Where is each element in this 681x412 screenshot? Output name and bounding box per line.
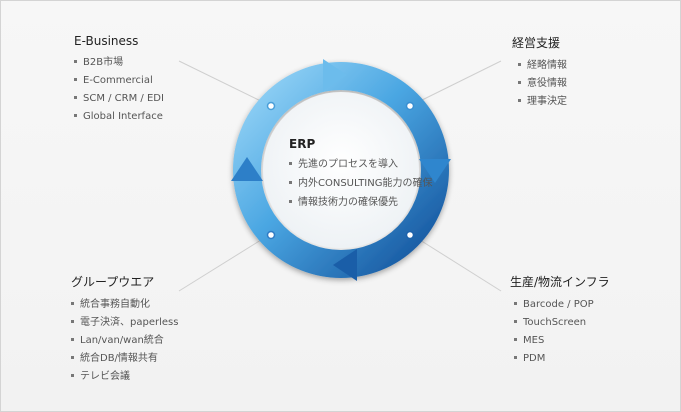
- section-title-groupware: グループウエア: [71, 275, 155, 289]
- node-dot-ebusiness: [266, 101, 276, 111]
- arrow-head-top: [323, 59, 347, 91]
- connector-line-ebusiness: [178, 60, 270, 106]
- section-erp-center: ERP 先進のプロセスを導入 内外CONSULTING能力の確保 情報技術力の確…: [289, 137, 432, 212]
- node-dot-keiei: [405, 101, 415, 111]
- list-item: E-Commercial: [74, 72, 164, 90]
- section-groupware: グループウエア 統合事務自動化 電子決済、paperless Lan/van/w…: [71, 273, 178, 386]
- item-list-production: Barcode / POP TouchScreen MES PDM: [514, 296, 610, 368]
- section-keiei: 経営支援 経略情報 意役情報 理事決定: [512, 34, 567, 111]
- section-title-keiei: 経営支援: [512, 36, 561, 50]
- node-dot-seisan: [405, 230, 415, 240]
- list-item: Global Interface: [74, 108, 164, 126]
- list-item: 内外CONSULTING能力の確保: [289, 174, 432, 193]
- list-item: テレビ会議: [71, 368, 178, 386]
- section-ebusiness: E-Business B2B市場 E-Commercial SCM / CRM …: [74, 34, 164, 126]
- section-title-ebusiness: E-Business: [74, 34, 139, 48]
- node-dot-group: [266, 230, 276, 240]
- connector-line-group: [178, 234, 270, 292]
- list-item: TouchScreen: [514, 314, 610, 332]
- list-item: 統合事務自動化: [71, 296, 178, 314]
- connector-line-keiei: [411, 60, 502, 106]
- section-title-production: 生産/物流インフラ: [510, 275, 610, 289]
- list-item: 理事決定: [518, 93, 567, 111]
- list-item: 先進のプロセスを導入: [289, 155, 432, 174]
- list-item: PDM: [514, 350, 610, 368]
- list-item: MES: [514, 332, 610, 350]
- list-item: 情報技術力の確保優先: [289, 193, 432, 212]
- arrow-head-left: [231, 157, 263, 181]
- connector-line-seisan: [411, 234, 502, 292]
- section-production: 生産/物流インフラ Barcode / POP TouchScreen MES …: [510, 273, 610, 368]
- erp-title: ERP: [289, 137, 316, 151]
- item-list-groupware: 統合事務自動化 電子決済、paperless Lan/van/wan統合 統合D…: [71, 296, 178, 386]
- item-list-keiei: 経略情報 意役情報 理事決定: [518, 57, 567, 111]
- item-list-erp: 先進のプロセスを導入 内外CONSULTING能力の確保 情報技術力の確保優先: [289, 155, 432, 212]
- arrow-head-bottom: [333, 249, 357, 281]
- list-item: B2B市場: [74, 54, 164, 72]
- list-item: SCM / CRM / EDI: [74, 90, 164, 108]
- list-item: Barcode / POP: [514, 296, 610, 314]
- list-item: 統合DB/情報共有: [71, 350, 178, 368]
- list-item: 意役情報: [518, 75, 567, 93]
- item-list-ebusiness: B2B市場 E-Commercial SCM / CRM / EDI Globa…: [74, 54, 164, 126]
- list-item: 電子決済、paperless: [71, 314, 178, 332]
- list-item: Lan/van/wan統合: [71, 332, 178, 350]
- list-item: 経略情報: [518, 57, 567, 75]
